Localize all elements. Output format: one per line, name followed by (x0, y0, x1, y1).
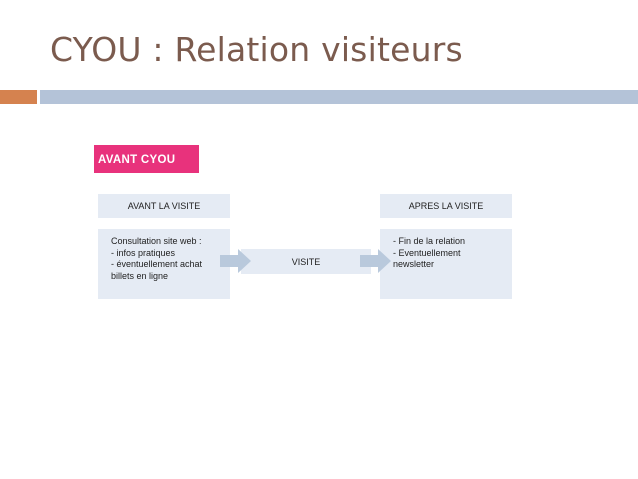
avant-visite-content: Consultation site web : - infos pratique… (98, 229, 230, 299)
arrow-right-icon (360, 249, 391, 273)
header-apres-la-visite: APRES LA VISITE (380, 194, 512, 218)
apres-line-3: newsletter (393, 259, 435, 269)
arrow-right-icon (220, 249, 251, 273)
avant-cyou-tab: AVANT CYOU (94, 145, 199, 173)
slide-title: CYOU : Relation visiteurs (50, 30, 463, 69)
header-avant-la-visite: AVANT LA VISITE (98, 194, 230, 218)
title-rule-accent (0, 90, 37, 104)
avant-line-4: billets en ligne (111, 270, 169, 281)
visite-box: VISITE (241, 249, 371, 274)
title-rule-band (40, 90, 638, 104)
apres-visite-content: - Fin de la relation - Eventuellement ne… (380, 229, 512, 299)
avant-line-3: - éventuellement achat (111, 259, 203, 269)
avant-line-2: - infos pratiques (111, 247, 176, 258)
avant-line-1: Consultation site web : (111, 236, 202, 246)
apres-line-1: - Fin de la relation (393, 236, 466, 246)
apres-line-2: - Eventuellement (393, 247, 461, 258)
visite-label: VISITE (291, 257, 321, 267)
